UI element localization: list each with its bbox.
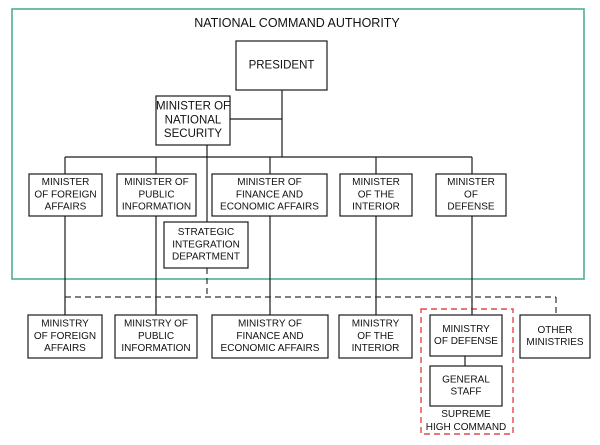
minister-interior-box-border: [339, 173, 413, 217]
minister-foreign-affairs-box-line-2: OF FOREIGN: [34, 189, 96, 200]
ministry-defense-box-line-2: OF DEFENSE: [434, 336, 498, 347]
ministry-foreign-affairs-box-line-3: AFFAIRS: [44, 343, 86, 354]
minister-public-information-box-line-1: MINISTER OF: [124, 177, 188, 188]
ministry-finance-economic-box-border: [211, 314, 329, 359]
ministry-interior-box-border: [338, 314, 413, 359]
ministry-foreign-affairs-box-line-2: OF FOREIGN: [34, 331, 96, 342]
ministry-interior-box-line-3: INTERIOR: [352, 343, 400, 354]
strategic-integration-department-box-line-2: INTEGRATION: [172, 239, 240, 250]
minister-finance-economic-box-line-3: ECONOMIC AFFAIRS: [220, 202, 319, 213]
diagram-title: NATIONAL COMMAND AUTHORITY: [194, 16, 400, 30]
ministry-defense-box-border: [429, 314, 503, 357]
minister-public-information-box-line-3: INFORMATION: [122, 202, 191, 213]
general-staff-box: GENERAL STAFF: [429, 365, 503, 407]
ministry-interior-box-line-1: MINISTRY: [352, 319, 400, 330]
ministry-interior-box-line-2: OF THE: [357, 331, 394, 342]
general-staff-box-line-2: STAFF: [451, 387, 482, 398]
supreme-high-command-frame: [420, 308, 514, 435]
minister-interior-box-line-1: MINISTER: [352, 177, 400, 188]
minister-defense-box-line-2: OF: [464, 189, 478, 200]
minister-interior-box-line-2: OF THE: [358, 189, 395, 200]
minister-national-security-box-line-2: NATIONAL: [165, 114, 222, 126]
other-ministries-box-line-2: MINISTRIES: [526, 337, 584, 348]
ministry-finance-economic-box-line-3: ECONOMIC AFFAIRS: [221, 343, 320, 354]
minister-defense-box-line-1: MINISTER: [447, 177, 495, 188]
minister-foreign-affairs-box-line-3: AFFAIRS: [45, 202, 87, 213]
minister-national-security-box-line-3: SECURITY: [164, 128, 222, 140]
ministry-foreign-affairs-box-line-1: MINISTRY: [41, 319, 89, 330]
supreme-label-line-1: SUPREME: [441, 409, 491, 420]
president-box-line-1: PRESIDENT: [249, 59, 315, 71]
minister-public-information-box-line-2: PUBLIC: [138, 189, 174, 200]
minister-finance-economic-box-border: [211, 173, 328, 217]
national-command-authority-frame: [11, 8, 585, 280]
strategic-integration-department-box-border: [163, 221, 249, 269]
supreme-label-line-2: HIGH COMMAND: [426, 422, 507, 433]
dashed-connectors: [64, 268, 557, 315]
minister-finance-economic-box-line-2: FINANCE AND: [236, 189, 303, 200]
general-staff-box-line-1: GENERAL: [442, 374, 490, 385]
supreme-high-command-label: SUPREME HIGH COMMAND: [426, 409, 507, 433]
president-box-border: [235, 40, 328, 91]
president-box: PRESIDENT: [235, 40, 328, 91]
general-staff-box-border: [429, 365, 503, 407]
minister-defense-box-border: [435, 173, 507, 217]
ministry-public-information-box-border: [114, 314, 198, 359]
strategic-integration-department-box-line-3: DEPARTMENT: [172, 252, 240, 263]
other-ministries-box-border: [519, 314, 591, 359]
minister-public-information-box-border: [116, 173, 197, 217]
minister-national-security-box-border: [155, 95, 231, 146]
minister-foreign-affairs-box-border: [28, 173, 103, 217]
strategic-integration-department-box-line-1: STRATEGIC: [178, 227, 234, 238]
ministry-foreign-affairs-box-border: [27, 314, 103, 359]
minister-defense-box-line-3: DEFENSE: [447, 202, 495, 213]
ministry-finance-economic-box-line-2: FINANCE AND: [236, 331, 303, 342]
ministry-defense-box-line-1: MINISTRY: [442, 324, 490, 335]
minister-interior-box-line-3: INTERIOR: [352, 202, 400, 213]
minister-foreign-affairs-box-line-1: MINISTER: [42, 177, 90, 188]
ministry-public-information-box-line-3: INFORMATION: [121, 343, 190, 354]
ministry-public-information-box-line-1: MINISTRY OF: [124, 319, 188, 330]
minister-national-security-box-line-1: MINISTER OF: [156, 101, 230, 113]
minister-finance-economic-box-line-1: MINISTER OF: [237, 177, 301, 188]
ministry-finance-economic-box-line-1: MINISTRY OF: [238, 319, 302, 330]
ministry-public-information-box-line-2: PUBLIC: [138, 331, 174, 342]
other-ministries-box-line-1: OTHER: [538, 325, 573, 336]
